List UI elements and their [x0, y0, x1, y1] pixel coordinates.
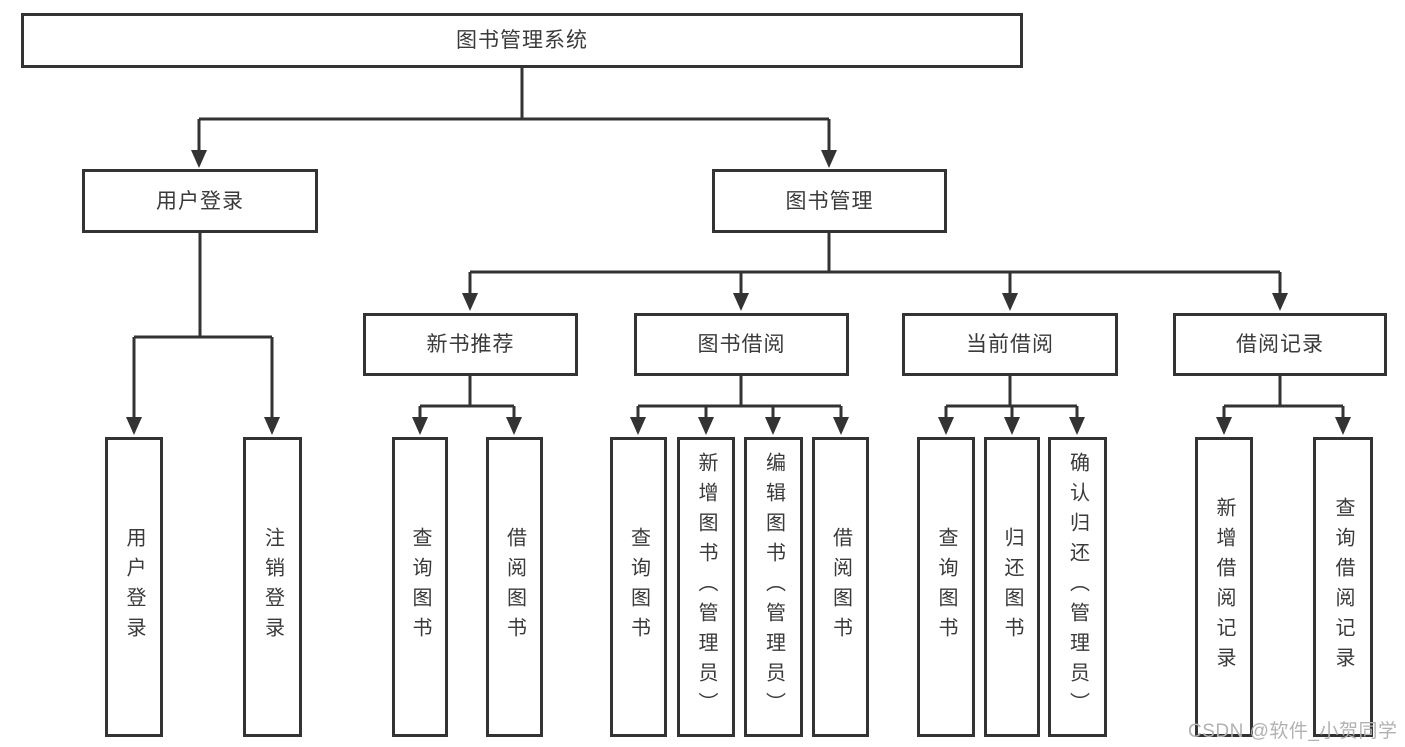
leaf-add-books-admin: 新增图书（管理员）	[677, 437, 735, 737]
leaf-add-borrow-record: 新增借阅记录	[1195, 437, 1253, 737]
leaf-query-books-borrowing: 查询图书	[610, 437, 667, 737]
node-new-book-recommendation: 新书推荐	[363, 313, 578, 376]
node-library-management-system: 图书管理系统	[21, 13, 1023, 68]
leaf-borrow-books-recommend: 借阅图书	[486, 437, 543, 737]
csdn-watermark: CSDN @软件_小贺同学	[1188, 721, 1398, 742]
node-borrowing-records: 借阅记录	[1173, 313, 1387, 376]
leaf-return-books: 归还图书	[984, 437, 1040, 737]
node-user-login: 用户登录	[82, 169, 318, 233]
leaf-confirm-return-admin: 确认归还（管理员）	[1048, 437, 1107, 737]
node-current-borrowing: 当前借阅	[902, 313, 1118, 376]
leaf-edit-books-admin: 编辑图书（管理员）	[744, 437, 803, 737]
leaf-logout: 注销登录	[243, 437, 302, 737]
leaf-query-borrow-record: 查询借阅记录	[1313, 437, 1373, 737]
leaf-borrow-books-borrowing: 借阅图书	[812, 437, 869, 737]
node-book-management: 图书管理	[712, 169, 947, 233]
leaf-user-login: 用户登录	[105, 437, 163, 737]
leaf-query-books-recommend: 查询图书	[392, 437, 448, 737]
node-book-borrowing: 图书借阅	[634, 313, 849, 376]
leaf-query-books-current: 查询图书	[917, 437, 975, 737]
